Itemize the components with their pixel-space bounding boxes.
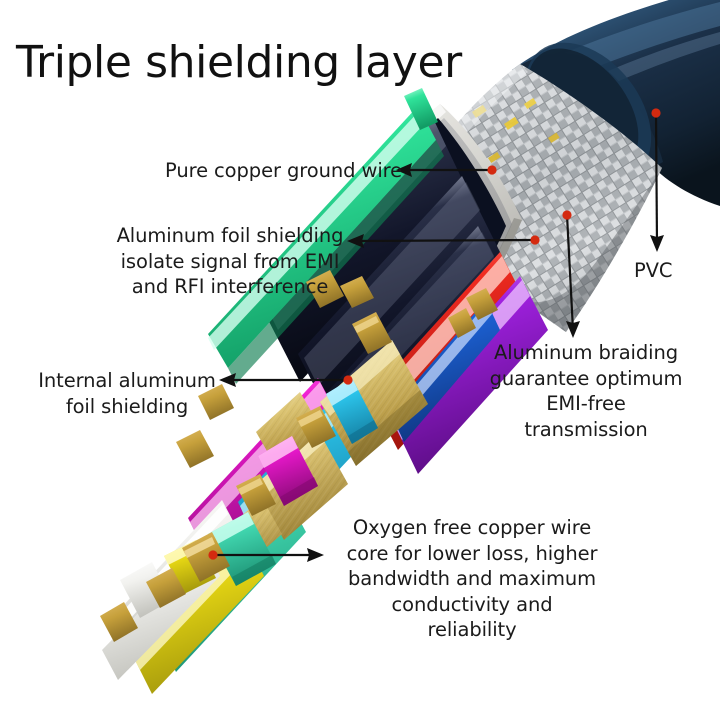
wire-green-pair [208,106,444,384]
callout-label-aluminum-braiding: Aluminum braiding guarantee optimum EMI-… [489,341,683,441]
copper-pin-i [306,270,344,308]
foil-wrap-main [320,340,428,466]
arrowhead-foil [347,234,364,248]
arrowhead-internal [219,373,236,387]
copper-pin-j [340,276,374,308]
copper-pin-a [352,312,392,354]
cap-cyan [326,378,378,444]
copper-pin-d [182,532,230,582]
callout-arrowheads [219,163,664,562]
copper-pin-k [466,288,498,320]
copper-conductor-pins [100,270,498,642]
copper-pin-h [198,384,234,420]
copper-pin-c [236,474,276,516]
arrow-line-foil [353,238,536,243]
anchor-dot-pvc [651,108,661,118]
anchor-dot-oxygen [208,550,218,560]
anchor-dot-ground [487,165,497,175]
copper-pin-f [100,602,138,642]
callout-label-oxygen-free-copper-wire-core: Oxygen free copper wire core for lower l… [346,516,598,641]
arrowhead-oxygen [307,548,324,562]
callout-arrows [213,112,659,557]
copper-pin-l [448,308,476,338]
cap-teal [208,512,276,586]
callout-label-pvc: PVC [634,259,673,282]
arrow-line-pvc [654,112,659,245]
copper-pin-b [296,406,336,448]
arrowhead-braiding [566,321,580,338]
arrow-line-braiding [565,214,575,331]
anchor-dot-braiding [562,210,572,220]
page-title: Triple shielding layer [16,37,462,88]
anchor-dot-foil [530,235,540,245]
cap-magenta [258,436,318,506]
callout-label-internal-aluminum-foil-shielding: Internal aluminum foil shielding [38,369,216,418]
callout-label-aluminum-foil-shielding: Aluminum foil shielding isolate signal f… [116,224,344,298]
arrowhead-ground [396,163,412,177]
arrowhead-pvc [650,235,664,252]
callout-label-pure-copper-ground-wire: Pure copper ground wire [165,159,403,182]
callout-anchor-dots [208,108,661,560]
copper-pin-g [176,430,214,468]
cap-green-tip [404,88,438,130]
copper-pin-e [146,568,186,608]
anchor-dot-internal [343,375,353,385]
